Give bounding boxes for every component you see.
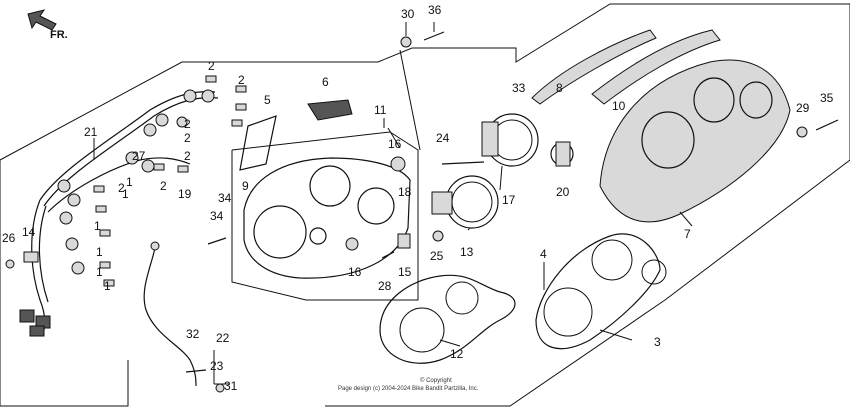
speedometer-unit bbox=[431, 175, 499, 229]
callout: 33 bbox=[512, 81, 526, 95]
callout: 31 bbox=[224, 379, 238, 393]
callout: 14 bbox=[22, 225, 36, 239]
callout: 27 bbox=[132, 149, 146, 163]
callout: 2 bbox=[160, 179, 167, 193]
screw-24 bbox=[441, 161, 485, 165]
washer-29 bbox=[796, 126, 808, 138]
gear-15 bbox=[397, 233, 411, 249]
direction-label: FR. bbox=[50, 29, 68, 41]
callout-labels: 30 36 2 2 2 2 2 2 2 6 5 11 33 8 10 29 35… bbox=[2, 3, 834, 393]
tachometer-unit bbox=[481, 113, 539, 167]
callout: 1 bbox=[96, 265, 103, 279]
callout: 34 bbox=[210, 209, 224, 223]
footer-text: Page design (c) 2004-2024 Bike Bandit Pa… bbox=[338, 386, 479, 392]
callout: 26 bbox=[2, 231, 16, 245]
callout: 1 bbox=[126, 175, 133, 189]
wire-harness bbox=[19, 89, 219, 337]
callout: 2 bbox=[208, 59, 215, 73]
nut-30 bbox=[400, 36, 412, 48]
callout: 34 bbox=[218, 191, 232, 205]
callout: 18 bbox=[398, 185, 412, 199]
callout: 9 bbox=[242, 179, 249, 193]
copyright-text: © Copyright bbox=[420, 377, 452, 384]
callout: 25 bbox=[430, 249, 444, 263]
lens-ring-lower bbox=[379, 274, 516, 364]
callout: 28 bbox=[378, 279, 392, 293]
assembly-outline bbox=[0, 3, 850, 161]
callout: 2 bbox=[184, 117, 191, 131]
callout: 16 bbox=[348, 265, 362, 279]
callout: 2 bbox=[184, 149, 191, 163]
callout: 1 bbox=[122, 187, 129, 201]
bracket-plate bbox=[239, 115, 277, 171]
screw-34 bbox=[207, 237, 227, 245]
nut-25 bbox=[432, 230, 444, 242]
callout: 22 bbox=[216, 331, 230, 345]
callout: 11 bbox=[374, 103, 387, 117]
callout: 7 bbox=[684, 227, 691, 241]
callout: 5 bbox=[264, 93, 271, 107]
meter-case bbox=[243, 156, 411, 279]
assembly-outline-right bbox=[325, 4, 850, 407]
callout: 20 bbox=[556, 185, 570, 199]
indicator-panel bbox=[591, 29, 721, 105]
assembly-outline-lower bbox=[0, 160, 129, 407]
grommet-26 bbox=[5, 259, 15, 269]
clip-31 bbox=[215, 383, 225, 393]
clamp-14 bbox=[23, 251, 39, 263]
leader-lines bbox=[93, 22, 693, 385]
callout: 10 bbox=[612, 99, 626, 113]
callout: 12 bbox=[450, 347, 464, 361]
trim-strip bbox=[531, 29, 657, 105]
screw-28 bbox=[381, 251, 395, 259]
callout: 24 bbox=[436, 131, 450, 145]
rubber-cushion bbox=[307, 99, 353, 121]
callout: 36 bbox=[428, 3, 442, 17]
callout: 1 bbox=[104, 279, 111, 293]
callout: 8 bbox=[556, 81, 563, 95]
callout: 23 bbox=[210, 359, 224, 373]
callout: 2 bbox=[118, 181, 125, 195]
callout: 35 bbox=[820, 91, 834, 105]
bolt-35 bbox=[815, 119, 839, 131]
callout: 2 bbox=[184, 131, 191, 145]
callout: 29 bbox=[796, 101, 810, 115]
callout: 4 bbox=[540, 247, 547, 261]
callout: 3 bbox=[654, 335, 661, 349]
callout: 1 bbox=[96, 245, 103, 259]
callout: 2 bbox=[238, 73, 245, 87]
speedometer-cable bbox=[143, 247, 197, 387]
bulb-group bbox=[93, 75, 247, 287]
callout: 21 bbox=[84, 125, 98, 139]
direction-arrow-icon: FR. bbox=[27, 9, 68, 41]
callout: 15 bbox=[398, 265, 412, 279]
callout: 30 bbox=[401, 7, 415, 21]
callout: 16 bbox=[388, 137, 402, 151]
connector-block bbox=[29, 325, 45, 337]
callout: 17 bbox=[502, 193, 516, 207]
callout: 13 bbox=[460, 245, 474, 259]
connector-block bbox=[19, 309, 35, 323]
bolt-36 bbox=[423, 31, 445, 41]
screw-32 bbox=[185, 369, 207, 373]
meter-upper-cover bbox=[599, 59, 791, 223]
lens-ring-upper bbox=[535, 233, 667, 350]
callout: 1 bbox=[94, 219, 101, 233]
callout: 6 bbox=[322, 75, 329, 89]
callout: 32 bbox=[186, 327, 200, 341]
callout: 19 bbox=[178, 187, 192, 201]
fuel-gauge-unit bbox=[550, 141, 574, 167]
